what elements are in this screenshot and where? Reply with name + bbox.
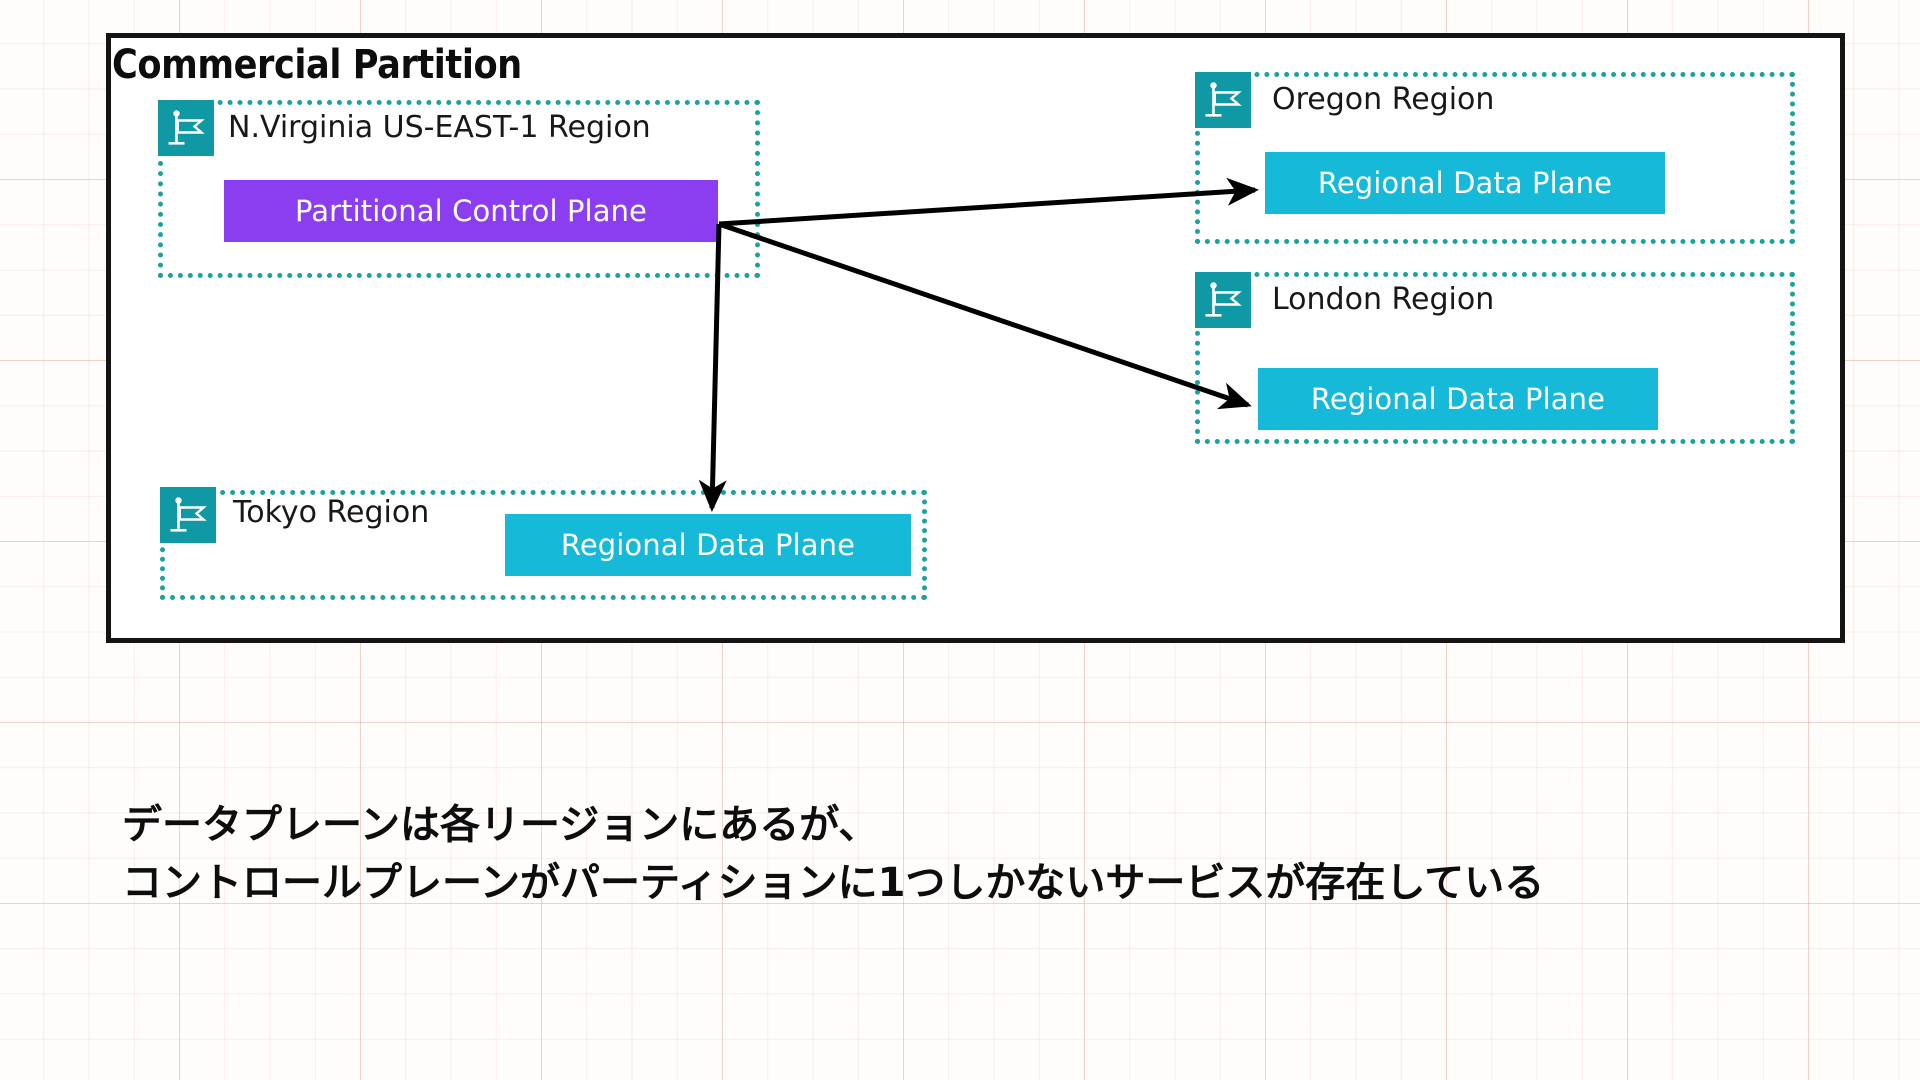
partitional-control-plane[interactable]: Partitional Control Plane	[224, 180, 718, 242]
region-label-oregon: Oregon Region	[1272, 82, 1495, 117]
caption: データプレーンは各リージョンにあるが、 コントロールプレーンがパーティションに1…	[122, 796, 1544, 912]
caption-line-1: データプレーンは各リージョンにあるが、	[122, 802, 879, 848]
flag-icon	[160, 487, 216, 543]
region-label-london: London Region	[1272, 282, 1495, 317]
region-box-oregon	[1195, 72, 1795, 244]
caption-line-2: コントロールプレーンがパーティションに1つしかないサービスが存在している	[122, 860, 1545, 906]
flag-icon	[1195, 272, 1251, 328]
partition-title: Commercial Partition	[112, 42, 522, 88]
london-data-plane[interactable]: Regional Data Plane	[1258, 368, 1658, 430]
region-box-tokyo	[160, 490, 927, 600]
oregon-data-plane[interactable]: Regional Data Plane	[1265, 152, 1665, 214]
flag-icon	[158, 100, 214, 156]
region-label-tokyo: Tokyo Region	[233, 495, 430, 530]
tokyo-data-plane[interactable]: Regional Data Plane	[505, 514, 911, 576]
flag-icon	[1195, 72, 1251, 128]
region-label-n-virginia: N.Virginia US-EAST-1 Region	[228, 110, 651, 145]
